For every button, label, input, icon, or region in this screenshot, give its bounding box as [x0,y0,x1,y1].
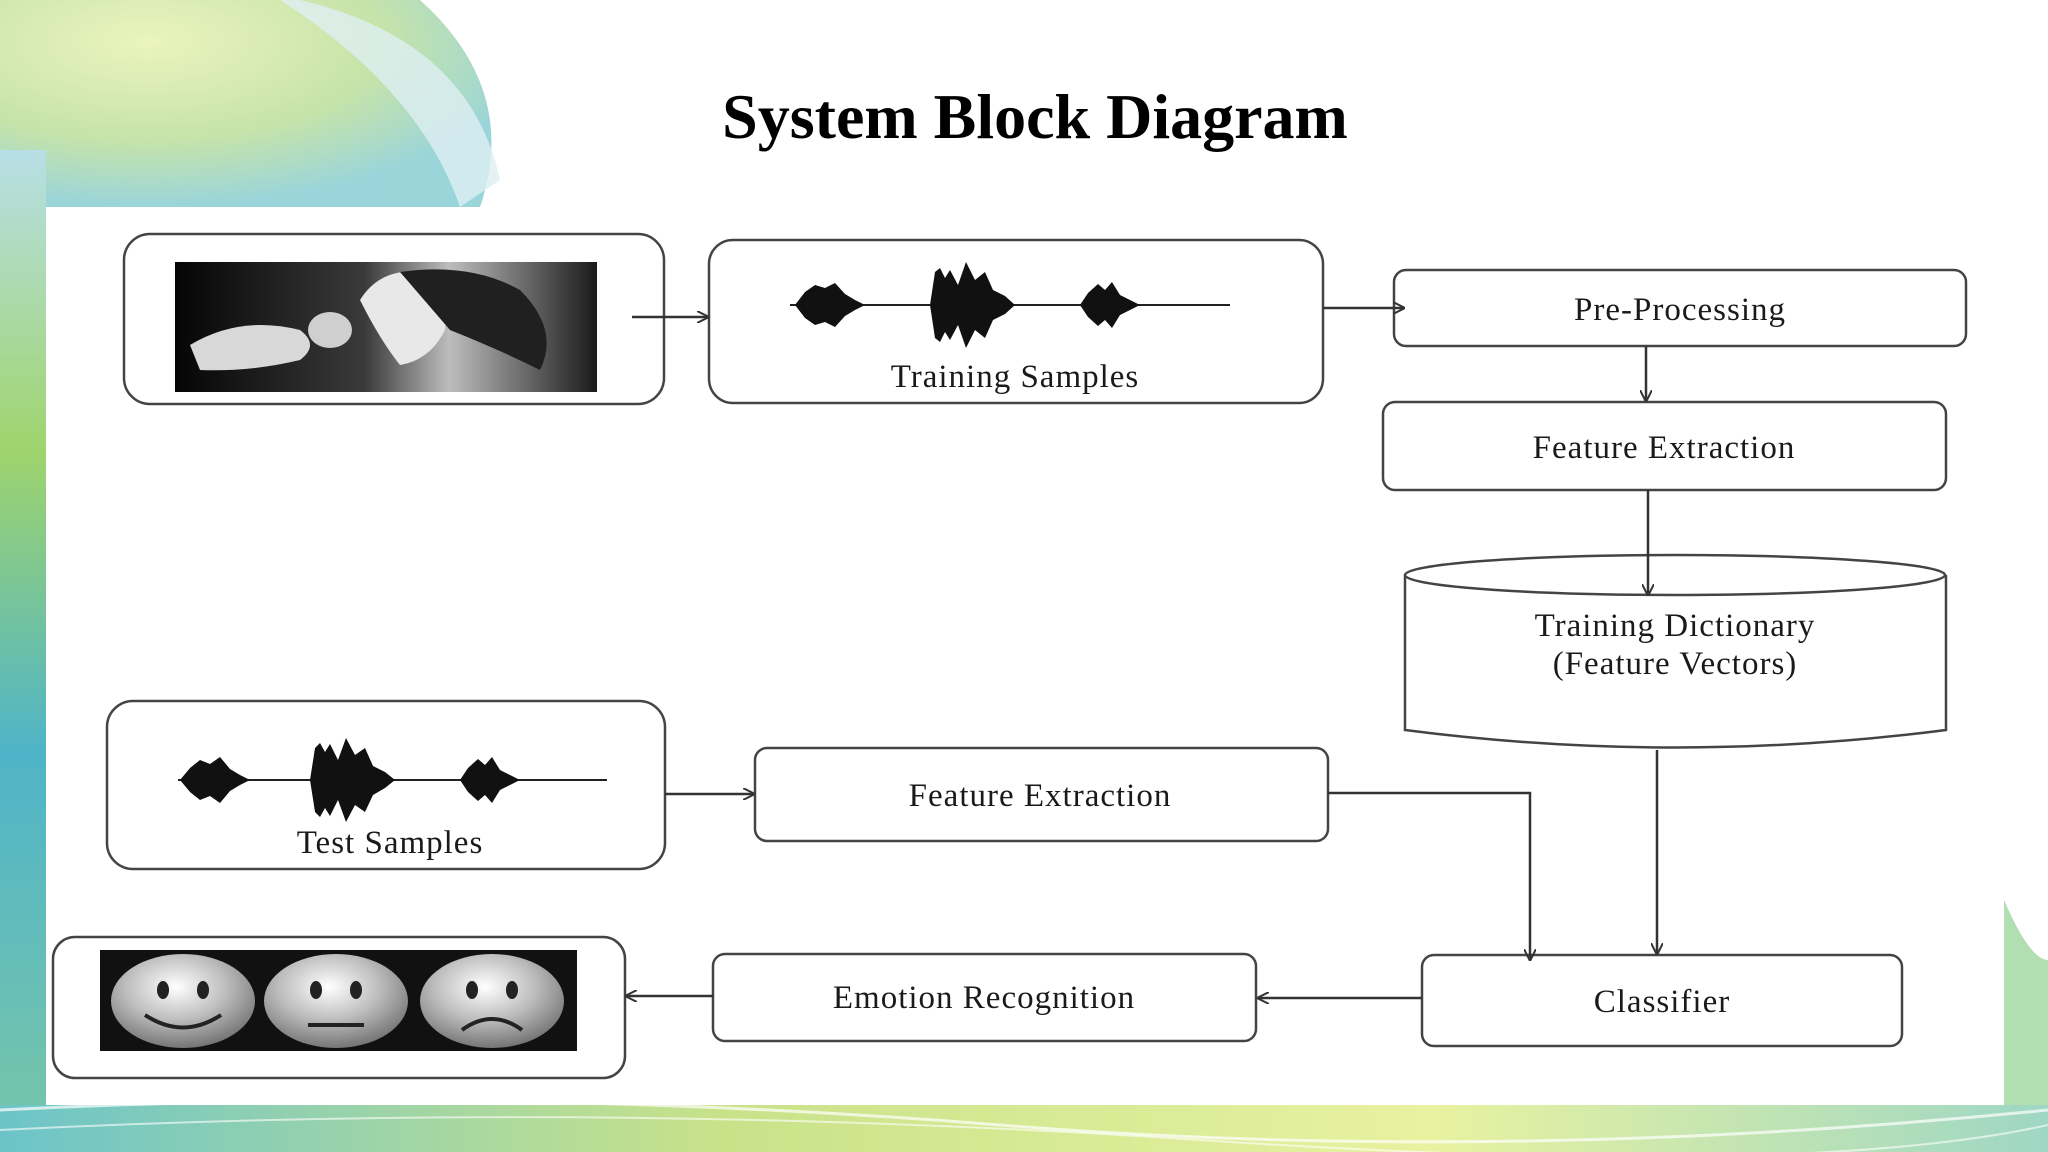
emotion-faces-box [51,935,627,1080]
person-singing-icon [175,262,597,392]
classifier-label: Classifier [1594,984,1730,1020]
emotion-recognition-box: Emotion Recognition [711,952,1258,1043]
classifier-box: Classifier [1420,953,1904,1048]
test-samples-box: Test Samples [105,699,667,871]
feature-extraction-test-box: Feature Extraction [753,746,1330,843]
feature-extraction-train-box: Feature Extraction [1381,400,1948,492]
feature-extraction-test-label: Feature Extraction [909,778,1172,814]
singer-image-box [122,232,666,406]
arrow-feature-to-classifier [1328,791,1530,960]
pre-processing-label: Pre-Processing [1574,292,1786,328]
connector-arrows [626,308,1657,998]
emotion-recognition-label: Emotion Recognition [833,980,1135,1016]
waveform-icon [178,738,607,822]
training-samples-label: Training Samples [891,359,1140,395]
feature-extraction-train-label: Feature Extraction [1533,430,1796,466]
test-samples-label: Test Samples [297,825,484,861]
neutral-face-icon [264,954,408,1048]
pre-processing-box: Pre-Processing [1392,268,1968,348]
waveform-icon [790,262,1230,348]
training-dictionary-sublabel: (Feature Vectors) [1553,646,1798,682]
sad-face-icon [420,954,564,1048]
training-dictionary-label: Training Dictionary [1535,608,1816,644]
happy-face-icon [111,954,255,1048]
slide-title: System Block Diagram [722,81,1348,152]
training-samples-box: Training Samples [707,238,1325,405]
training-dictionary-database: Training Dictionary (Feature Vectors) [1403,553,1948,749]
